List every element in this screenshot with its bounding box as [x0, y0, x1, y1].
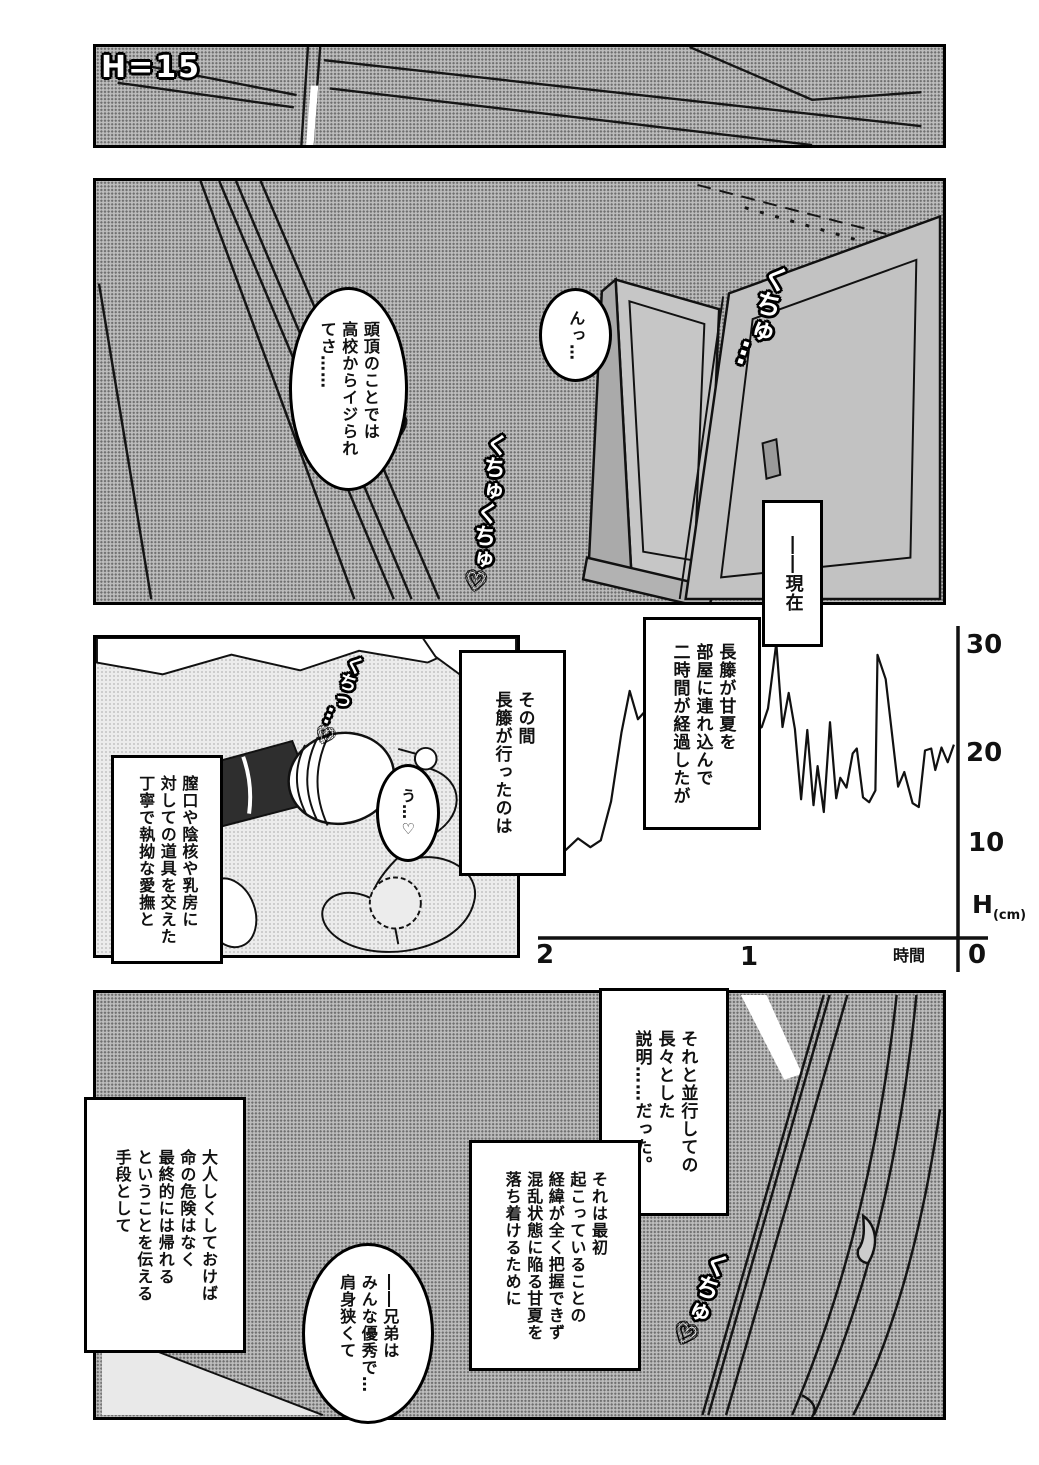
caption-line: 命の危険はなく [177, 1148, 197, 1268]
caption-line: ――現在 [782, 535, 804, 612]
bubble-u-text: う…♡ [398, 788, 418, 839]
ytick-20: 20 [966, 738, 1003, 768]
caption-line: 経緯が全く把握できず [545, 1170, 565, 1341]
caption-caress: 膣口や陰核や乳房に 対しての道具を交えた 丁寧で執拗な愛撫と [111, 755, 223, 964]
caption-line: それは最初 [588, 1170, 608, 1256]
speech-bubble-teased: 頭頂のことでは 高校からイジられ てさ…… [289, 287, 408, 491]
ceiling-lines-art [697, 183, 941, 266]
y-axis-letter: H [972, 890, 993, 919]
caption-now: ――現在 [762, 500, 823, 647]
caption-elapsed-text: 長籐が甘夏を 部屋に連れ込んで 二時間が経過したが [668, 643, 737, 805]
caption-line: 丁寧で執拗な愛撫と [136, 774, 156, 928]
sfx-height-label: H=15 [101, 50, 201, 85]
caption-line: それと並行しての [677, 1030, 698, 1174]
speech-bubble-brothers: ――兄弟は みんな優秀で… 肩身狭くて [302, 1243, 434, 1424]
door-handle2-art [801, 1394, 816, 1417]
y-axis-label: H(cm) [972, 890, 1026, 923]
door-panel-lines [701, 994, 942, 1416]
xtick-1: 1 [740, 942, 759, 972]
light-sliver [306, 85, 319, 145]
caption-line: 説明……だった。 [631, 1030, 652, 1174]
chart-axes [538, 626, 988, 972]
caption-line: 最終的には帰れる [155, 1148, 175, 1285]
caption-line: 落ち着けるために [502, 1170, 522, 1307]
caption-line: 二時間が経過したが [669, 642, 690, 805]
caption-now-text: ――現在 [780, 536, 804, 612]
bubble-line: んっ… [566, 309, 586, 361]
caption-elapsed: 長籐が甘夏を 部屋に連れ込んで 二時間が経過したが [643, 617, 761, 830]
caption-line: 起こっていることの [567, 1170, 587, 1324]
light-streak [740, 994, 803, 1080]
ytick-30: 30 [966, 630, 1003, 660]
caption-line: 部屋に連れ込んで [692, 642, 713, 787]
caption-line: その間 [514, 691, 535, 745]
sheet-art [96, 638, 517, 676]
bubble-brothers-text: ――兄弟は みんな優秀で… 肩身狭くて [336, 1274, 401, 1393]
bubble-line: 頭頂のことでは [360, 321, 380, 440]
panel-top-ceiling [93, 44, 946, 148]
caption-line: 長籐が行ったのは [491, 691, 512, 835]
bubble-line: 高校からイジられ [339, 321, 359, 457]
height-time-chart [538, 626, 988, 972]
caption-line: 長籐が甘夏を [715, 642, 736, 751]
chart-line [544, 641, 955, 853]
bubble-line: 肩身狭くて [337, 1274, 357, 1359]
bubble-line: てさ…… [317, 321, 337, 389]
caption-line: 大人しくしておけば [198, 1148, 218, 1302]
bubble-line: ――兄弟は [380, 1274, 400, 1359]
door-handle-art [856, 1213, 877, 1265]
ceiling-art [117, 47, 922, 145]
caption-line: 膣口や陰核や乳房に [179, 774, 199, 928]
ytick-10: 10 [968, 828, 1005, 858]
caption-means: 大人しくしておけば 命の危険はなく 最終的には帰れる ということを伝える 手段と… [84, 1097, 246, 1353]
bubble-line: う…♡ [399, 787, 418, 839]
caption-meanwhile: その間 長籐が行ったのは [459, 650, 566, 876]
speech-bubble-moan: んっ… [539, 288, 612, 382]
caption-means-text: 大人しくしておけば 命の危険はなく 最終的には帰れる ということを伝える 手段と… [111, 1149, 219, 1302]
caption-line: 長々とした [654, 1030, 675, 1120]
y-axis-unit: (cm) [992, 908, 1027, 923]
ytick-0: 0 [968, 940, 987, 970]
caption-meanwhile-text: その間 長籐が行ったのは [490, 691, 536, 835]
xtick-2: 2 [536, 940, 555, 970]
caption-line: 混乱状態に陥る甘夏を [524, 1170, 544, 1341]
caption-line: ということを伝える [134, 1148, 154, 1302]
caption-reason: それは最初 起こっていることの 経緯が全く把握できず 混乱状態に陥る甘夏を 落ち… [469, 1140, 641, 1371]
bubble-moan-text: んっ… [565, 310, 587, 361]
caption-parallel-text: それと並行しての 長々とした 説明……だった。 [630, 1030, 699, 1174]
bubble-teased-text: 頭頂のことでは 高校からイジられ てさ…… [316, 321, 381, 457]
bubble-line: みんな優秀で… [358, 1274, 378, 1393]
caption-line: 手段として [112, 1148, 132, 1234]
x-axis-label: 時間 [893, 946, 926, 965]
caption-line: 対しての道具を交えた [157, 774, 177, 945]
caption-caress-text: 膣口や陰核や乳房に 対しての道具を交えた 丁寧で執拗な愛撫と [135, 775, 200, 945]
speech-bubble-u: う…♡ [376, 764, 440, 862]
caption-reason-text: それは最初 起こっていることの 経緯が全く把握できず 混乱状態に陥る甘夏を 落ち… [501, 1171, 609, 1341]
